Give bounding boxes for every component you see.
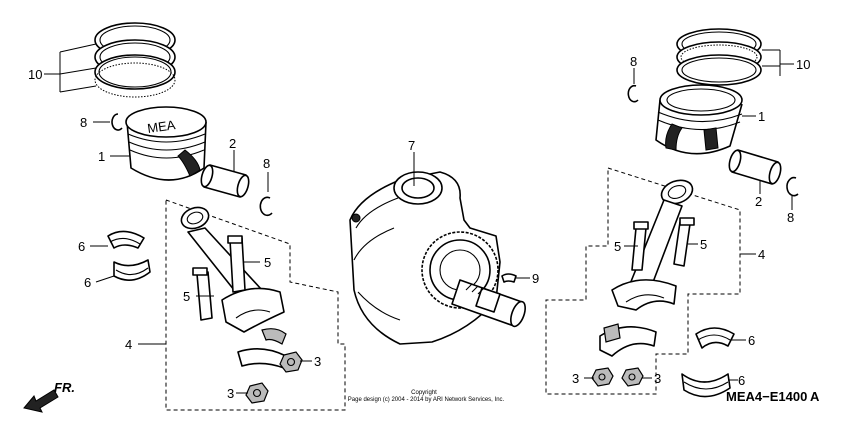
callout-bolt-right-a: 5 bbox=[614, 239, 621, 254]
piston-pin-clip-right-lower[interactable] bbox=[786, 176, 799, 197]
callout-bearing-left-a: 6 bbox=[78, 239, 85, 254]
callout-piston-rings-left: 10 bbox=[28, 67, 42, 82]
callout-clip-right-upper: 8 bbox=[630, 54, 637, 69]
woodruff-key[interactable] bbox=[501, 273, 517, 283]
rod-bolt-left-a[interactable] bbox=[227, 235, 246, 293]
front-direction-arrow-icon bbox=[23, 389, 59, 413]
rod-bolt-left-b[interactable] bbox=[192, 267, 213, 321]
piston-left[interactable]: MEA bbox=[125, 106, 207, 181]
callout-bolt-left-a: 5 bbox=[264, 255, 271, 270]
rod-nut-right-a[interactable] bbox=[591, 367, 614, 387]
rod-bolt-right-a[interactable] bbox=[631, 221, 649, 271]
callout-rod-assembly-left: 4 bbox=[125, 337, 132, 352]
piston-pin-clip-right-upper[interactable] bbox=[627, 84, 639, 103]
callout-piston-pin-right: 2 bbox=[755, 194, 762, 209]
callout-key: 9 bbox=[532, 271, 539, 286]
front-direction-label: FR. bbox=[54, 380, 75, 395]
rod-bolt-right-b[interactable] bbox=[673, 217, 695, 267]
rod-nut-left-b[interactable] bbox=[245, 382, 269, 404]
callout-piston-rings-right: 10 bbox=[796, 57, 810, 72]
copyright-line-1: Copyright bbox=[411, 390, 437, 396]
bearing-left-a[interactable] bbox=[107, 230, 145, 249]
callout-clip-left-upper: 8 bbox=[80, 115, 87, 130]
rod-cap-right[interactable] bbox=[599, 323, 657, 357]
callout-crankshaft: 7 bbox=[408, 138, 415, 153]
callout-nut-left-b: 3 bbox=[227, 386, 234, 401]
diagram-code: MEA4−E1400 bbox=[726, 389, 807, 404]
callout-piston-right: 1 bbox=[758, 109, 765, 124]
callout-rod-assembly-right: 4 bbox=[758, 247, 765, 262]
callout-bolt-right-b: 5 bbox=[700, 237, 707, 252]
callout-clip-right-lower: 8 bbox=[787, 210, 794, 225]
piston-right[interactable] bbox=[655, 84, 743, 155]
piston-pin-clip-left-upper[interactable] bbox=[111, 113, 123, 131]
callout-bolt-left-b: 5 bbox=[183, 289, 190, 304]
callout-bearing-right-a: 6 bbox=[748, 333, 755, 348]
callout-nut-left-a: 3 bbox=[314, 354, 321, 369]
diagram-code-suffix: A bbox=[810, 389, 820, 404]
callout-bearing-right-b: 6 bbox=[738, 373, 745, 388]
crankshaft[interactable] bbox=[349, 171, 528, 345]
bearing-right-a[interactable] bbox=[695, 327, 735, 349]
rod-nut-right-b[interactable] bbox=[621, 367, 644, 387]
piston-pin-left[interactable] bbox=[199, 164, 251, 198]
piston-pin-right[interactable] bbox=[727, 149, 783, 185]
callout-piston-left: 1 bbox=[98, 149, 105, 164]
callout-nut-right-a: 3 bbox=[572, 371, 579, 386]
piston-rings-left[interactable] bbox=[94, 22, 176, 98]
bearing-left-b[interactable] bbox=[113, 259, 151, 281]
rod-cap-left[interactable] bbox=[237, 328, 287, 369]
piston-rings-right[interactable] bbox=[676, 28, 762, 86]
callout-clip-left-lower: 8 bbox=[263, 156, 270, 171]
piston-marking-left: MEA bbox=[146, 117, 176, 136]
rod-nut-left-a[interactable] bbox=[279, 351, 303, 373]
bearing-right-b[interactable] bbox=[681, 373, 731, 398]
callout-nut-right-b: 3 bbox=[654, 371, 661, 386]
copyright-line-2: Page design (c) 2004 - 2014 by ARI Netwo… bbox=[348, 397, 505, 403]
piston-pin-clip-left-lower[interactable] bbox=[259, 196, 273, 217]
callout-bearing-left-b: 6 bbox=[84, 275, 91, 290]
callout-piston-pin-left: 2 bbox=[229, 136, 236, 151]
